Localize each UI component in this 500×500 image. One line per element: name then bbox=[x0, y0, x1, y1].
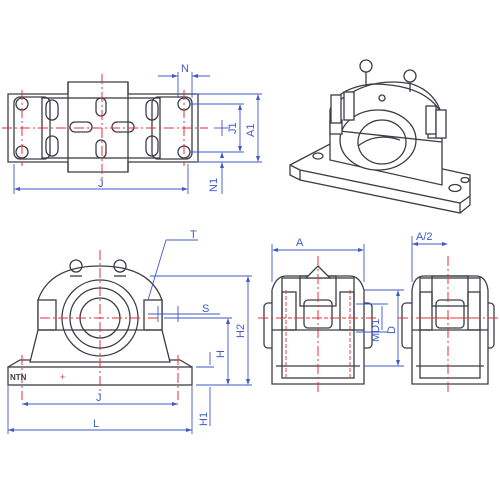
leader-t bbox=[147, 239, 167, 301]
front-view: NTN + T S H H2 J L bbox=[7, 229, 252, 434]
top-view-left-foot bbox=[13, 96, 51, 160]
dim-label-s: S bbox=[202, 303, 209, 315]
arrowhead bbox=[22, 402, 28, 406]
slot bbox=[45, 135, 59, 157]
arrowhead bbox=[442, 242, 448, 246]
dim-label-j: J bbox=[96, 392, 102, 404]
arrowhead bbox=[396, 290, 400, 296]
dim-label-n1: N1 bbox=[208, 178, 220, 192]
dim-label-md1: MD1 bbox=[370, 319, 382, 342]
arrowhead bbox=[256, 156, 260, 162]
arrowhead bbox=[238, 146, 242, 152]
brand-label: NTN bbox=[10, 373, 27, 382]
iso-bore-shading bbox=[357, 136, 401, 147]
half-cap-slot bbox=[435, 299, 465, 329]
eyebolt-ring bbox=[403, 69, 417, 83]
side-view-left: A MD1 D bbox=[258, 237, 404, 394]
dim-label-h: H bbox=[215, 350, 227, 358]
arrowhead bbox=[172, 402, 178, 406]
slot bbox=[95, 97, 107, 117]
dim-label-a: A bbox=[296, 237, 304, 249]
dim-label-a2: A/2 bbox=[416, 231, 433, 243]
dim-label-t: T bbox=[190, 229, 197, 241]
arrowhead bbox=[246, 276, 250, 282]
slot bbox=[45, 99, 59, 121]
arrowhead bbox=[192, 74, 198, 78]
dim-label-j1: J1 bbox=[227, 122, 239, 134]
cap-bolt-slot bbox=[111, 121, 135, 133]
cap-bolt-slot bbox=[69, 121, 93, 133]
isometric-view bbox=[289, 59, 471, 214]
dim-label-h1: H1 bbox=[198, 412, 210, 426]
arrowhead bbox=[358, 248, 364, 252]
iso-cap-bolt bbox=[343, 91, 355, 121]
top-view: J N J1 A1 N1 bbox=[2, 63, 262, 194]
arrowhead bbox=[412, 242, 418, 246]
dim-label-l: L bbox=[93, 418, 99, 430]
slot bbox=[145, 99, 159, 121]
arrowhead bbox=[220, 162, 224, 168]
iso-cap-bolt bbox=[330, 94, 342, 124]
arrowhead bbox=[8, 428, 14, 432]
center-mark: + bbox=[60, 372, 65, 382]
arrowhead bbox=[238, 104, 242, 110]
dim-label-a1: A1 bbox=[245, 124, 257, 137]
eyebolt-ring bbox=[113, 259, 127, 273]
dim-label-h2: H2 bbox=[235, 324, 247, 338]
front-cap-flange-right bbox=[143, 299, 163, 331]
iso-cap-bolt bbox=[435, 109, 447, 139]
arrowhead bbox=[226, 318, 230, 324]
half-cap-block bbox=[431, 275, 469, 307]
iso-cap-bolt bbox=[425, 105, 437, 135]
arrowhead bbox=[182, 187, 188, 191]
dim-label-n: N bbox=[181, 63, 189, 75]
arrowhead bbox=[396, 360, 400, 366]
arrowhead bbox=[256, 94, 260, 100]
dim-label-j: J bbox=[98, 178, 104, 190]
iso-split-line bbox=[329, 129, 443, 143]
arrowhead bbox=[220, 152, 224, 158]
bolt-hole bbox=[312, 152, 324, 160]
eyebolt-ring bbox=[359, 59, 373, 73]
iso-base-edge bbox=[289, 164, 471, 204]
bolt-hole bbox=[460, 176, 470, 184]
slot bbox=[145, 135, 159, 157]
eyebolt-ring bbox=[69, 259, 83, 273]
arrowhead bbox=[186, 428, 192, 432]
arrowhead bbox=[246, 379, 250, 385]
arrowhead bbox=[14, 187, 20, 191]
iso-bore-inner bbox=[357, 119, 407, 165]
arrowhead bbox=[272, 248, 278, 252]
slot bbox=[95, 139, 107, 159]
arrowhead bbox=[226, 379, 230, 385]
dim-label-d: D bbox=[386, 326, 398, 334]
bolt-hole bbox=[448, 183, 462, 193]
side-view-right: A/2 bbox=[398, 231, 498, 394]
front-cap-flange-left bbox=[37, 299, 57, 331]
lube-fitting bbox=[378, 94, 386, 102]
arrowhead bbox=[172, 74, 178, 78]
